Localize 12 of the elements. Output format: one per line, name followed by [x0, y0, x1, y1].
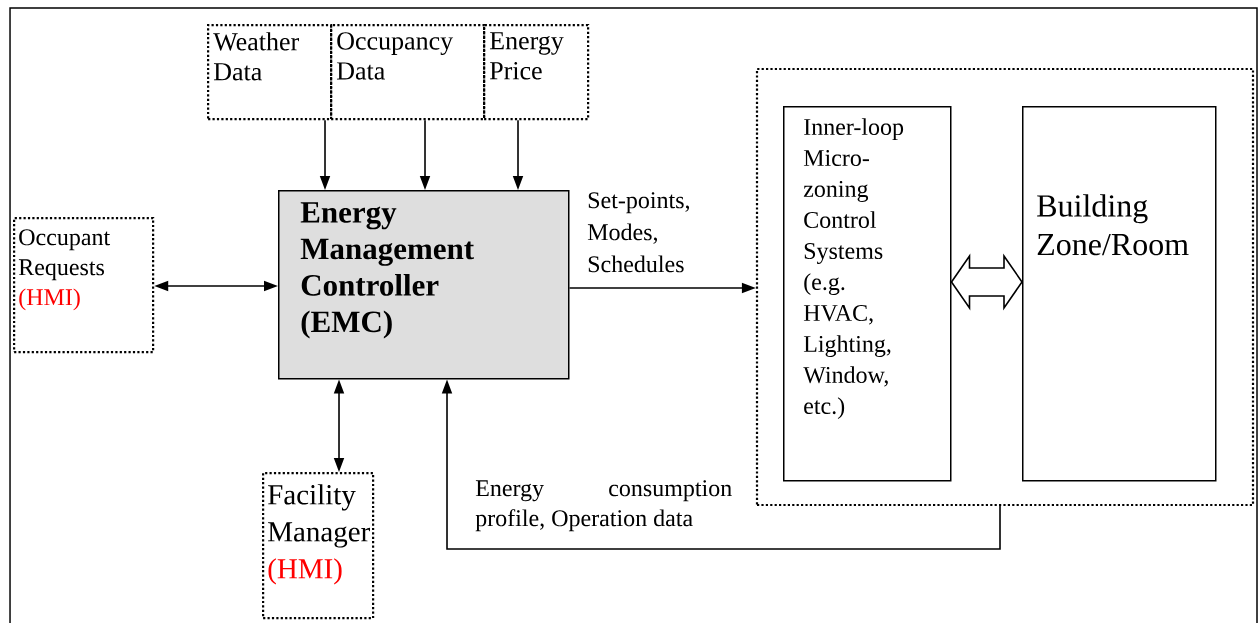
arrow: [950, 253, 1023, 311]
edge-label: Set-points, Modes, Schedules: [587, 192, 690, 273]
data-box: Weather Data: [207, 24, 333, 121]
controller-box: Energy Management Controller (EMC): [278, 190, 570, 380]
facility-box: Facility Manager (HMI): [262, 472, 375, 620]
occupant-box: Occupant Requests (HMI): [13, 217, 155, 354]
building-zone-box: Building Zone/Room: [1022, 106, 1217, 482]
system-boundary-box: [755, 67, 1255, 507]
data-box: Energy Price: [483, 24, 590, 121]
data-box: Occupancy Data: [330, 24, 486, 121]
edge-label: Energy consumption profile, Operation data: [475, 480, 732, 532]
control-systems-box: Inner-loop Micro-zoning Control Systems (e.g. HVAC, Lighting, Window, etc.): [783, 106, 952, 482]
